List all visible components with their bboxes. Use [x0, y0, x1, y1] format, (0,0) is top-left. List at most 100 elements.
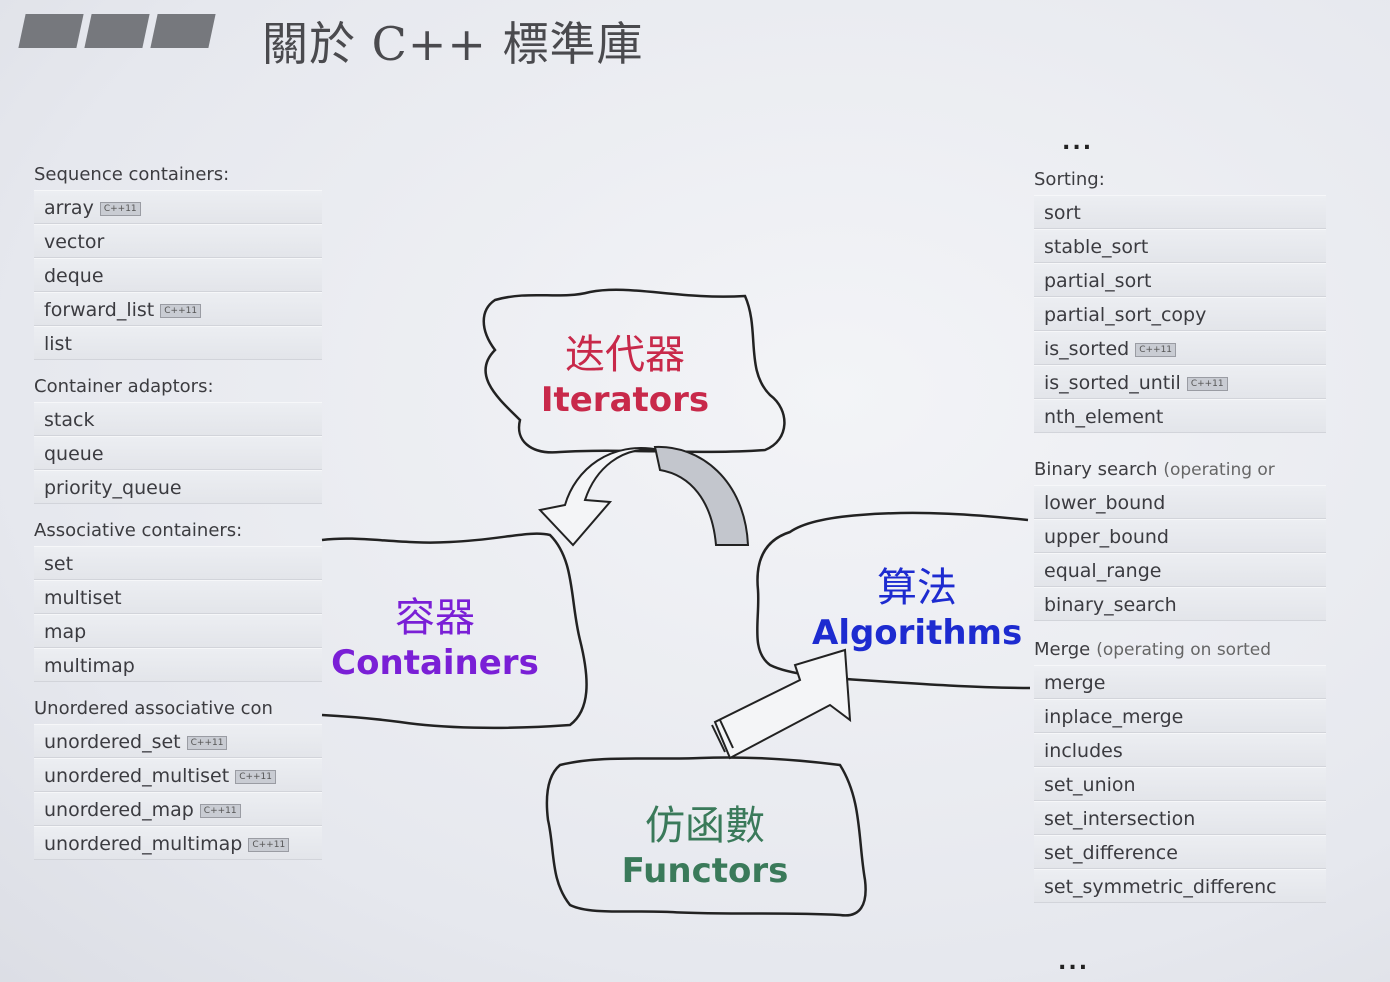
reference-link-item[interactable]: array C++11 [34, 190, 322, 224]
cpp11-badge-icon: C++11 [235, 769, 277, 784]
reference-link-label: sort [1044, 202, 1081, 224]
reference-link-item[interactable]: partial_sort_copy [1034, 297, 1326, 331]
containers-zh: 容器 [395, 595, 475, 641]
reference-link-label: vector [44, 231, 105, 253]
containers-en: Containers [331, 643, 539, 683]
reference-link-item[interactable]: queue [34, 436, 322, 470]
reference-link-item[interactable]: map [34, 614, 322, 648]
reference-link-label: inplace_merge [1044, 706, 1184, 728]
iterators-cloud [482, 288, 786, 454]
reference-link-label: multimap [44, 655, 135, 677]
cpp11-badge-icon: C++11 [186, 735, 228, 750]
reference-link-item[interactable]: set_union [1034, 767, 1326, 801]
functors-cloud [545, 756, 867, 917]
reference-link-label: unordered_multimap [44, 833, 243, 855]
reference-link-label: binary_search [1044, 594, 1177, 616]
cpp11-badge-icon: C++11 [99, 201, 141, 216]
algorithms-label: 算法 Algorithms [812, 555, 1022, 653]
section-heading: Sequence containers: [34, 160, 322, 190]
reference-link-label: equal_range [1044, 560, 1162, 582]
reference-link-item[interactable]: unordered_set C++11 [34, 724, 322, 758]
reference-link-item[interactable]: unordered_multiset C++11 [34, 758, 322, 792]
iterators-en: Iterators [540, 380, 710, 420]
cpp11-badge-icon: C++11 [1135, 342, 1177, 357]
reference-link-label: queue [44, 443, 104, 465]
reference-link-item[interactable]: unordered_multimap C++11 [34, 826, 322, 860]
reference-link-label: set_symmetric_differenc [1044, 876, 1277, 898]
cpp11-badge-icon: C++11 [160, 303, 202, 318]
functors-label: 仿函數 Functors [610, 793, 800, 891]
containers-cloud [321, 532, 588, 730]
algorithms-zh: 算法 [877, 565, 957, 611]
section-heading-text: Container adaptors: [34, 376, 214, 397]
section-heading-text: Sorting: [1034, 169, 1105, 190]
reference-link-item[interactable]: set_intersection [1034, 801, 1326, 835]
reference-link-item[interactable]: set_symmetric_differenc [1034, 869, 1326, 903]
reference-link-label: upper_bound [1044, 526, 1169, 548]
reference-link-item[interactable]: set_difference [1034, 835, 1326, 869]
section-heading-text: Sequence containers: [34, 164, 230, 185]
section-heading-note: (operating or [1163, 460, 1275, 480]
reference-link-item[interactable]: multiset [34, 580, 322, 614]
reference-link-item[interactable]: binary_search [1034, 587, 1326, 621]
cpp11-badge-icon: C++11 [248, 837, 290, 852]
reference-link-item[interactable]: merge [1034, 665, 1326, 699]
iterators-label: 迭代器 Iterators [535, 322, 715, 420]
algorithms-en: Algorithms [812, 613, 1023, 653]
reference-link-label: includes [1044, 740, 1123, 762]
reference-link-label: multiset [44, 587, 122, 609]
reference-link-item[interactable]: list [34, 326, 322, 360]
containers-label: 容器 Containers [330, 585, 540, 683]
reference-link-item[interactable]: deque [34, 258, 322, 292]
reference-link-label: is_sorted_until [1044, 372, 1181, 394]
section-heading-text: Binary search [1034, 459, 1158, 480]
reference-link-item[interactable]: inplace_merge [1034, 699, 1326, 733]
section-heading: Sorting: [1034, 165, 1326, 195]
reference-link-item[interactable]: vector [34, 224, 322, 258]
reference-link-label: stack [44, 409, 95, 431]
reference-link-label: stable_sort [1044, 236, 1149, 258]
reference-link-label: array [44, 197, 94, 219]
reference-link-label: merge [1044, 672, 1106, 694]
reference-link-label: nth_element [1044, 406, 1164, 428]
reference-link-item[interactable]: includes [1034, 733, 1326, 767]
functors-en: Functors [621, 851, 789, 891]
reference-link-item[interactable]: sort [1034, 195, 1326, 229]
reference-link-label: deque [44, 265, 104, 287]
reference-link-item[interactable]: is_sorted_until C++11 [1034, 365, 1326, 399]
reference-link-item[interactable]: set [34, 546, 322, 580]
reference-link-label: unordered_map [44, 799, 194, 821]
section-heading: Unordered associative con [34, 694, 322, 724]
section-heading-text: Associative containers: [34, 520, 243, 541]
reference-link-item[interactable]: nth_element [1034, 399, 1326, 433]
iterators-zh: 迭代器 [565, 332, 685, 378]
reference-link-item[interactable]: multimap [34, 648, 322, 682]
section-heading-text: Unordered associative con [34, 698, 273, 719]
reference-link-item[interactable]: lower_bound [1034, 485, 1326, 519]
reference-link-label: lower_bound [1044, 492, 1166, 514]
reference-link-item[interactable]: stack [34, 402, 322, 436]
reference-link-item[interactable]: partial_sort [1034, 263, 1326, 297]
reference-link-label: set_difference [1044, 842, 1178, 864]
section-heading-text: Merge [1034, 639, 1091, 660]
functors-to-algorithms-arrow [713, 648, 852, 760]
reference-link-label: unordered_multiset [44, 765, 230, 787]
functors-zh: 仿函數 [645, 803, 765, 849]
reference-link-item[interactable]: upper_bound [1034, 519, 1326, 553]
iterators-to-containers-arrow [538, 447, 661, 547]
reference-link-label: partial_sort_copy [1044, 304, 1207, 326]
reference-link-label: unordered_set [44, 731, 181, 753]
reference-link-item[interactable]: priority_queue [34, 470, 322, 504]
reference-link-item[interactable]: stable_sort [1034, 229, 1326, 263]
cpp11-badge-icon: C++11 [1186, 376, 1228, 391]
reference-link-label: set [44, 553, 74, 575]
section-heading: Binary search(operating or [1034, 455, 1326, 485]
section-heading: Merge(operating on sorted [1034, 635, 1326, 665]
reference-link-item[interactable]: equal_range [1034, 553, 1326, 587]
